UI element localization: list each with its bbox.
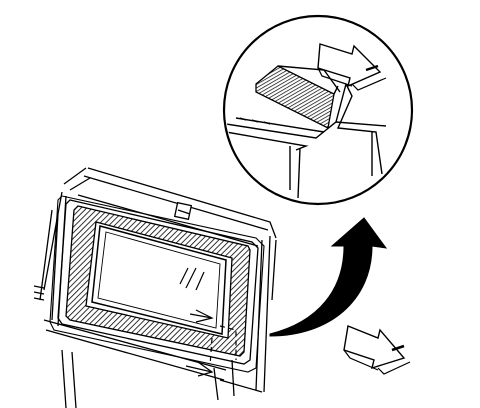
weatherstrip	[49, 195, 265, 373]
direction-arrow-icon	[317, 43, 387, 91]
corner-indicator	[185, 309, 237, 377]
direction-arrow-icon	[343, 325, 411, 375]
detail-view	[222, 14, 414, 206]
window-glass	[91, 225, 227, 335]
curved-arrow-icon	[269, 217, 388, 337]
top-clip	[173, 201, 193, 221]
